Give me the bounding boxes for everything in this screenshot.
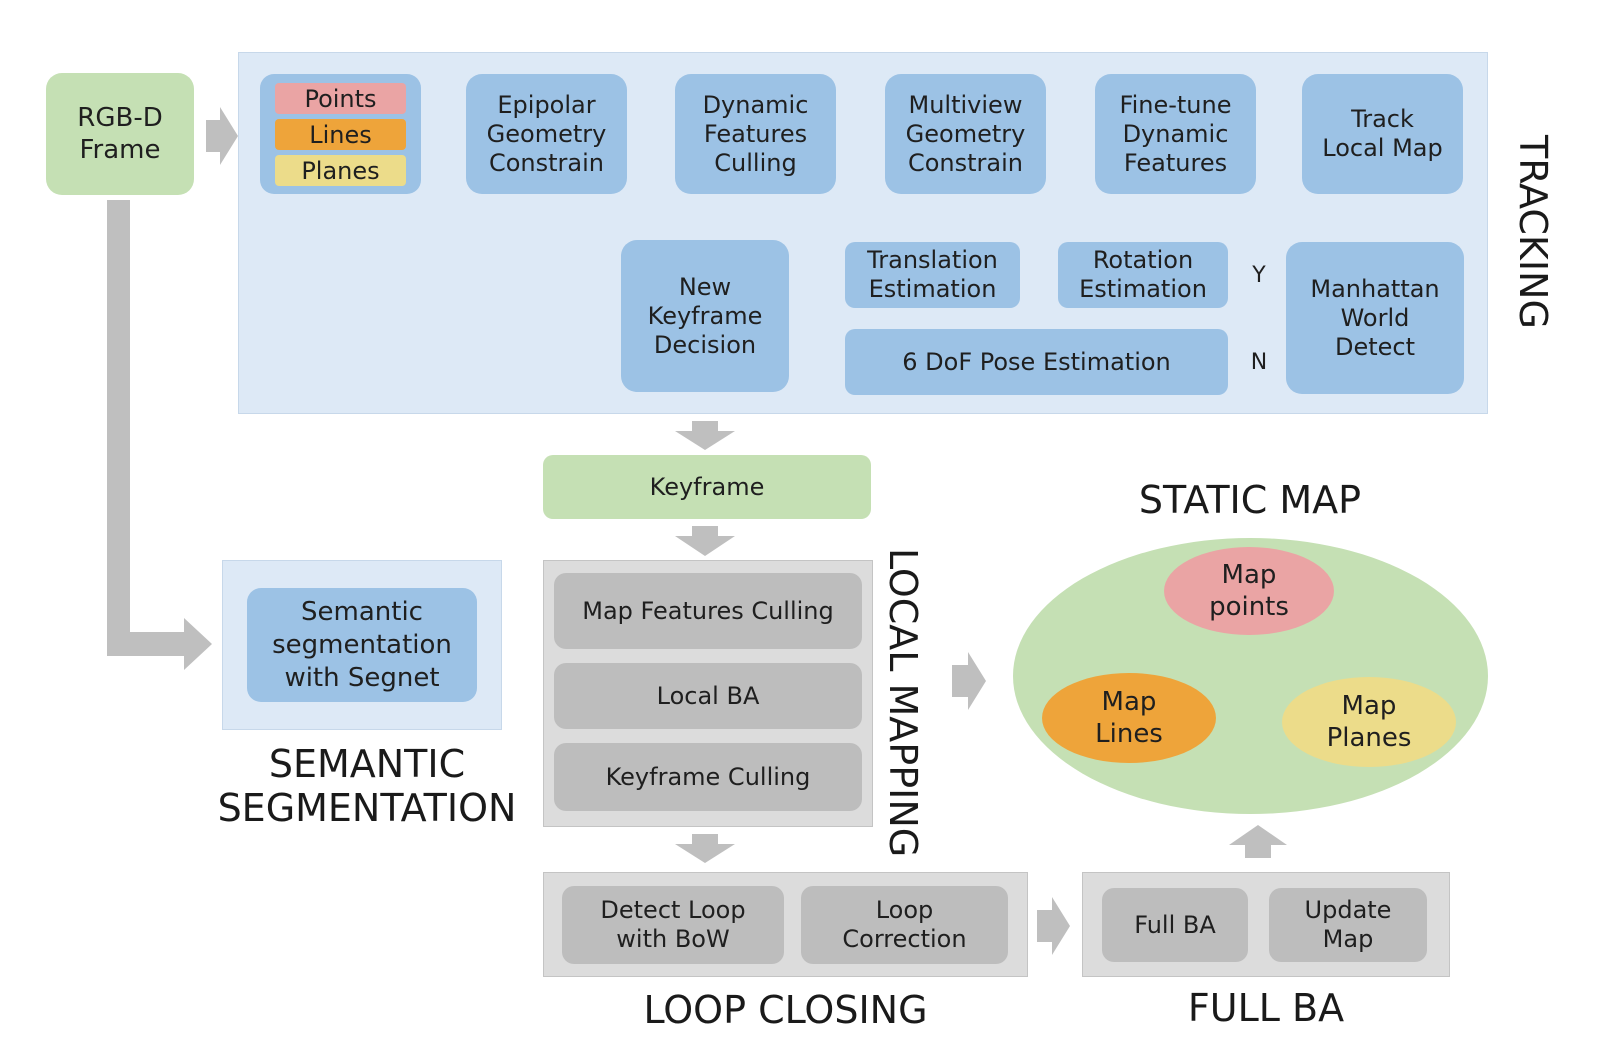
local-ba-box: Local BA <box>554 663 862 729</box>
lines-tag: Lines <box>275 119 406 150</box>
translation-estimation-box: Translation Estimation <box>845 242 1020 308</box>
branch-yes-label: Y <box>1252 262 1266 288</box>
loop-correction-box: Loop Correction <box>801 886 1008 964</box>
planes-tag: Planes <box>275 155 406 186</box>
update-map-box: Update Map <box>1269 888 1427 962</box>
rotation-estimation-box: Rotation Estimation <box>1058 242 1228 308</box>
branch-no-label: N <box>1250 349 1268 375</box>
multiview-geometry-box: Multiview Geometry Constrain <box>885 74 1046 194</box>
semantic-title: SEMANTIC SEGMENTATION <box>217 742 517 830</box>
full-ba-title: FULL BA <box>1187 986 1345 1030</box>
finetune-dynamic-box: Fine-tune Dynamic Features <box>1095 74 1256 194</box>
tracking-title: TRACKING <box>1511 135 1555 329</box>
points-tag: Points <box>275 83 406 114</box>
map-features-culling-box: Map Features Culling <box>554 573 862 649</box>
manhattan-world-box: Manhattan World Detect <box>1286 242 1464 394</box>
arrow-decision-to-keyframe <box>675 421 735 450</box>
rgbd-frame-box: RGB-D Frame <box>46 73 194 195</box>
arrow-keyframe-to-localmapping <box>675 526 735 556</box>
loop-closing-title: LOOP CLOSING <box>643 988 928 1032</box>
static-map-title: STATIC MAP <box>1138 478 1362 522</box>
arrow-loop-to-fullba <box>1037 897 1070 955</box>
dynamic-features-culling-box: Dynamic Features Culling <box>675 74 836 194</box>
arrow-frame-to-features <box>206 107 238 165</box>
arrow-localmapping-to-staticmap <box>952 652 986 710</box>
arrow-localmapping-to-loop <box>675 834 735 863</box>
local-mapping-title: LOCAL MAPPING <box>881 548 925 858</box>
pose-6dof-box: 6 DoF Pose Estimation <box>845 329 1228 395</box>
epipolar-geometry-box: Epipolar Geometry Constrain <box>466 74 627 194</box>
full-ba-box: Full BA <box>1102 888 1248 962</box>
keyframe-culling-box: Keyframe Culling <box>554 743 862 811</box>
segnet-box: Semantic segmentation with Segnet <box>247 588 477 702</box>
keyframe-box: Keyframe <box>543 455 871 519</box>
arrow-frame-to-semantic <box>107 200 212 670</box>
map-lines-ellipse: Map Lines <box>1042 673 1216 763</box>
map-points-ellipse: Map points <box>1164 547 1334 635</box>
track-local-map-box: Track Local Map <box>1302 74 1463 194</box>
detect-loop-box: Detect Loop with BoW <box>562 886 784 964</box>
new-keyframe-decision-box: New Keyframe Decision <box>621 240 789 392</box>
map-planes-ellipse: Map Planes <box>1282 677 1456 767</box>
arrow-fullba-to-staticmap <box>1229 825 1287 858</box>
